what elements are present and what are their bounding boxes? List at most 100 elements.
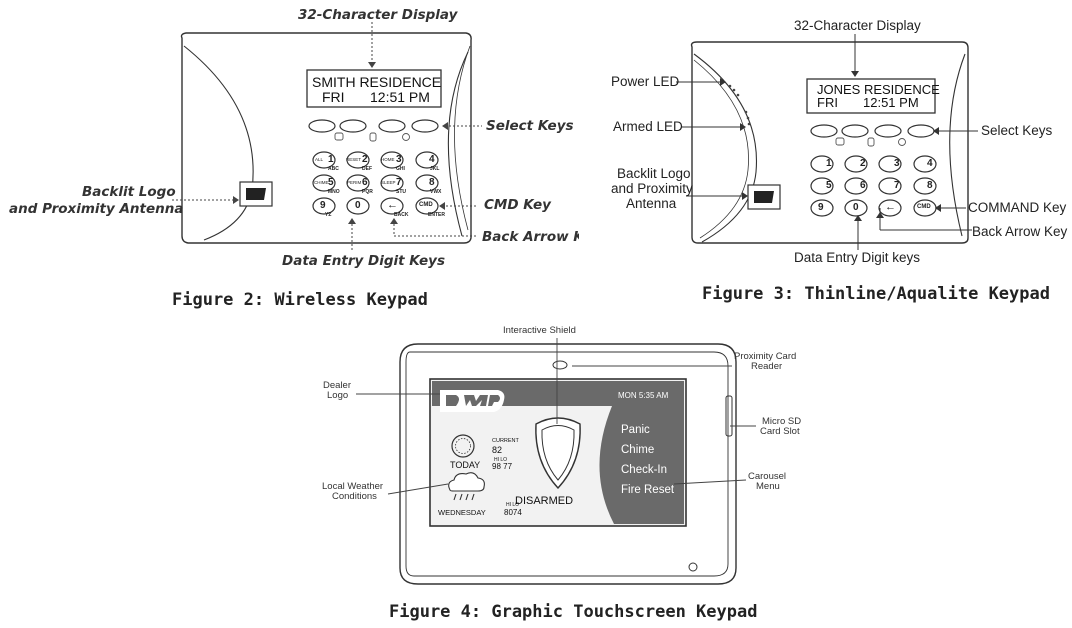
fig4-rain-cloud-icon xyxy=(448,472,485,501)
fig3-key-cmd: CMD xyxy=(917,204,931,210)
fig4-label-prox-1: Proximity Card xyxy=(734,351,797,362)
fig2-select-icons xyxy=(334,132,410,142)
fig3-label-armed-led: Armed LED xyxy=(613,119,683,134)
fig3-key-2: 2 xyxy=(860,158,866,169)
fig3-label-logo-1: Backlit Logo xyxy=(617,166,691,181)
fig3-label-logo-2: and Proximity xyxy=(611,181,693,196)
fig2-label-logo-2: and Proximity Antenna xyxy=(9,201,184,217)
fig2-key-9-below: YZ xyxy=(325,212,332,218)
fig3-label-logo-3: Antenna xyxy=(626,196,677,211)
fig4-hi-lo-label: HI LO xyxy=(494,457,508,463)
fig4-current-label: CURRENT xyxy=(492,438,519,444)
fig4-power-button-icon xyxy=(688,562,698,572)
fig3-key-back-arrow: ← xyxy=(885,201,896,213)
fig2-key-1-sub: ALL xyxy=(315,157,324,162)
fig2-key-4: 4 xyxy=(429,154,435,165)
fig3-arrowheads xyxy=(720,71,941,221)
fig3-title: Figure 3: Thinline/Aqualite Keypad xyxy=(702,284,1050,304)
fig2-key-cmd: CMD xyxy=(419,202,433,208)
fig3-label-digit-keys: Data Entry Digit keys xyxy=(794,250,921,265)
fig4-today-hi-lo: 98 77 xyxy=(492,462,513,471)
fig3-display-day: FRI xyxy=(817,95,838,110)
fig2-select-keys xyxy=(308,119,439,133)
fig4-wed-hi-lo: 8074 xyxy=(504,508,522,517)
fig2-key-3-below: GHI xyxy=(396,166,405,172)
fig3-key-8: 8 xyxy=(927,180,933,191)
fig4-wed-hi-lo-label: HI LO xyxy=(506,502,520,508)
fig2-key-2-sub: RESET xyxy=(346,157,362,162)
fig4-menu-panic[interactable]: Panic xyxy=(621,424,650,436)
fig2-key-3-sub: HOME xyxy=(381,157,395,162)
fig3-key-9: 9 xyxy=(818,202,824,213)
fig3-key-6: 6 xyxy=(860,180,866,191)
fig2-key-5-below: MNO xyxy=(328,189,340,195)
fig2-label-back-arrow: Back Arrow Ke xyxy=(482,229,579,245)
fig2-key-2-below: DEF xyxy=(362,166,372,172)
fig4-dmp-logo xyxy=(440,390,505,412)
fig4-prox-reader xyxy=(552,360,568,370)
fig4-carousel-panel xyxy=(599,406,684,524)
fig2-key-5: 5 xyxy=(328,177,334,188)
fig2-key-7-below: STU xyxy=(396,189,406,195)
fig4-label-weather-2: Conditions xyxy=(332,491,377,502)
fig2-title: Figure 2: Wireless Keypad xyxy=(172,290,428,310)
fig3-label-select-keys: Select Keys xyxy=(981,123,1053,138)
fig2-key-9: 9 xyxy=(320,200,326,211)
fig2-key-8-below: VWX xyxy=(430,189,442,195)
fig4-label-sd-1: Micro SD xyxy=(762,416,802,427)
fig2-display-time: 12:51 PM xyxy=(370,89,430,105)
fig2-key-6: 6 xyxy=(362,177,368,188)
fig3-key-5: 5 xyxy=(826,180,832,191)
fig3-display-time: 12:51 PM xyxy=(863,95,919,110)
fig4-wednesday-label: WEDNESDAY xyxy=(438,508,486,517)
fig3-select-icons xyxy=(835,137,906,147)
fig3-digit-keys xyxy=(810,155,937,217)
fig4-label-shield: Interactive Shield xyxy=(503,325,576,336)
fig3-key-4: 4 xyxy=(927,158,933,169)
fig4-label-dealer-2: Logo xyxy=(327,390,349,401)
fig4-title: Figure 4: Graphic Touchscreen Keypad xyxy=(389,602,758,622)
fig4-sun-icon xyxy=(451,434,475,458)
fig3-dmp-logo xyxy=(747,184,781,210)
fig2-key-7-sub: SLEEP xyxy=(381,180,396,185)
fig3-leader-lines xyxy=(676,34,978,250)
fig4-menu-fire-reset[interactable]: Fire Reset xyxy=(621,484,675,496)
fig4-shield-icon xyxy=(535,417,581,490)
fig3-label-display: 32-Character Display xyxy=(794,18,921,33)
fig2-key-enter-below: ENTER xyxy=(428,212,445,218)
fig4-today-label: TODAY xyxy=(450,460,481,470)
fig2-key-7: 7 xyxy=(396,177,402,188)
fig2-label-cmd-key: CMD Key xyxy=(484,197,551,213)
fig3-label-back-arrow: Back Arrow Key xyxy=(972,224,1068,239)
fig3-key-1: 1 xyxy=(826,158,832,169)
fig2-key-0: 0 xyxy=(355,200,361,211)
fig2-display-line1: SMITH RESIDENCE xyxy=(312,74,442,90)
fig3-led-dots xyxy=(728,84,751,126)
fig2-key-6-below: PQR xyxy=(362,189,373,195)
fig4-label-carousel-1: Carousel xyxy=(748,471,787,482)
fig2-key-6-sub: PERIM xyxy=(347,180,362,185)
fig2-label-logo-1: Backlit Logo xyxy=(82,184,176,200)
fig4-label-prox-2: Reader xyxy=(751,361,783,372)
fig4-label-carousel-2: Menu xyxy=(756,481,780,492)
fig4-menu-chime[interactable]: Chime xyxy=(621,444,655,456)
fig2-leader-lines xyxy=(172,22,482,252)
fig2-key-2: 2 xyxy=(362,154,368,165)
fig2-label-select-keys: Select Keys xyxy=(486,118,574,134)
fig2-key-1: 1 xyxy=(328,154,334,165)
fig2-label-digit-keys: Data Entry Digit Keys xyxy=(282,253,446,269)
fig3-key-0: 0 xyxy=(853,202,859,213)
fig4-label-sd-2: Card Slot xyxy=(760,426,800,437)
fig3-label-command-key: COMMAND Key xyxy=(968,200,1067,215)
fig3-display-line1: JONES RESIDENCE xyxy=(817,82,940,97)
fig3-key-7: 7 xyxy=(894,180,900,191)
fig3-display xyxy=(806,78,936,114)
fig4-menu-check-in[interactable]: Check-In xyxy=(621,464,668,476)
fig2-key-1-below: ABC xyxy=(328,166,339,172)
fig4-leader-lines xyxy=(356,338,756,495)
fig2-arrowheads xyxy=(233,62,448,224)
fig4-current-value: 82 xyxy=(492,445,503,455)
fig4-label-weather-1: Local Weather xyxy=(322,481,384,492)
fig4-state-label: DISARMED xyxy=(515,495,574,507)
